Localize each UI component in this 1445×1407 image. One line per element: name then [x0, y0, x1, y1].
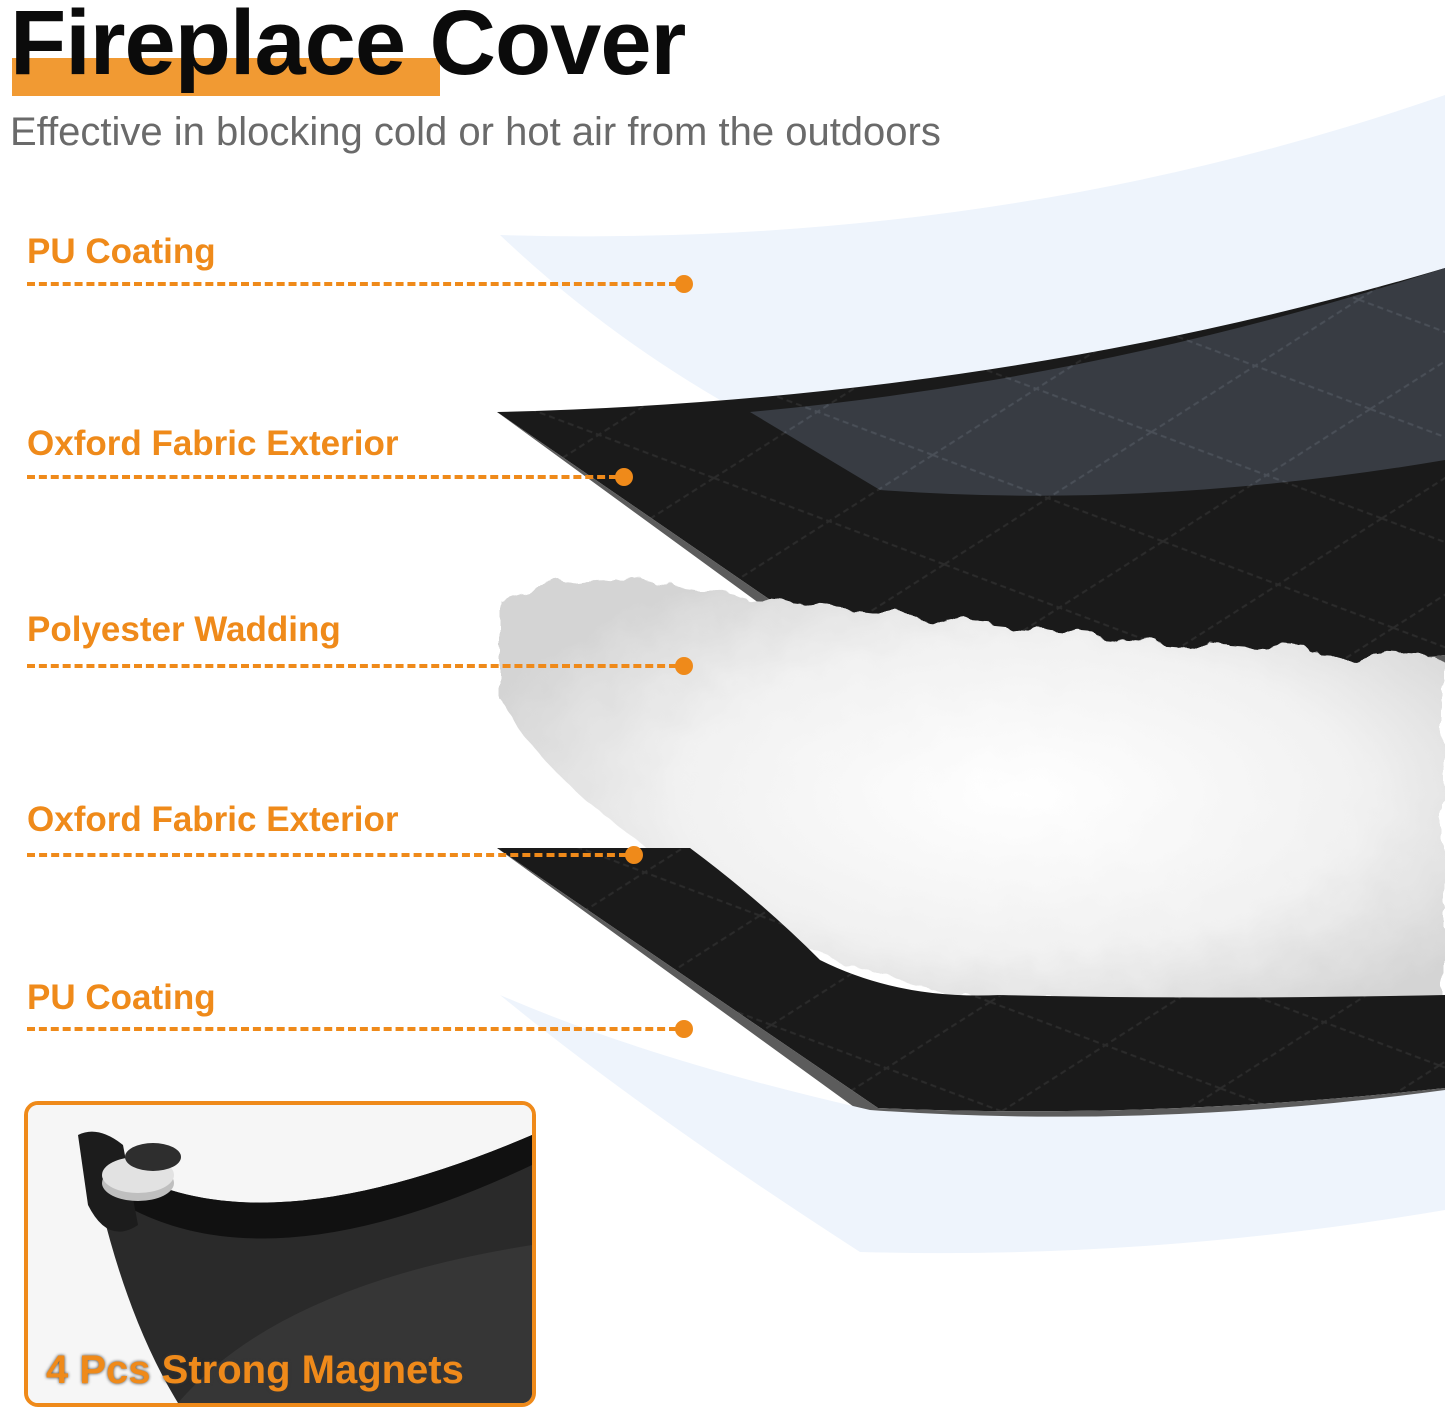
oxford-fabric-bottom-sheet: [497, 848, 1445, 1112]
layer-label-wadding: Polyester Wadding: [27, 610, 341, 649]
leader-line: [27, 1027, 677, 1031]
magnet-caption: 4 Pcs Strong Magnets: [46, 1348, 464, 1392]
page-title: Fireplace Cover: [10, 0, 686, 94]
layer-label-oxford-bottom: Oxford Fabric Exterior: [27, 800, 399, 839]
magnet-inset: 4 Pcs Strong Magnets: [24, 1101, 536, 1407]
pu-coating-bottom-sheet: [500, 995, 1445, 1254]
leader-line: [27, 475, 617, 479]
leader-dot: [615, 468, 633, 486]
layer-label-pu-coating-bottom: PU Coating: [27, 978, 216, 1017]
title-highlight-bar: [12, 58, 440, 96]
leader-line: [27, 664, 677, 668]
leader-dot: [625, 846, 643, 864]
leader-dot: [675, 657, 693, 675]
magnet-clip-image: [28, 1105, 532, 1403]
leader-dot: [675, 1020, 693, 1038]
leader-line: [27, 282, 677, 286]
leader-dot: [675, 275, 693, 293]
leader-line: [27, 853, 627, 857]
title-block: Fireplace Cover: [10, 0, 686, 96]
layer-label-pu-coating-top: PU Coating: [27, 232, 216, 271]
pu-coating-top-sheet: [500, 95, 1445, 400]
page-subtitle: Effective in blocking cold or hot air fr…: [10, 110, 941, 154]
layer-label-oxford-top: Oxford Fabric Exterior: [27, 424, 399, 463]
